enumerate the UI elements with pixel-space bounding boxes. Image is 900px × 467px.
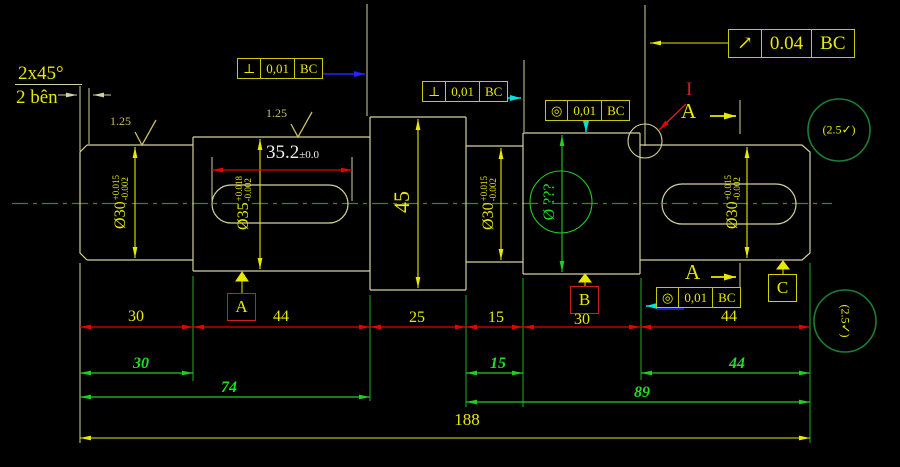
datum-triangles (235, 260, 790, 293)
diameter-dimension-lines (132, 119, 750, 288)
roughness-circle-top (807, 98, 871, 162)
fcf-perpendicularity-1: ⊥ 0,01 BC (237, 58, 324, 79)
diameter-label-1: Ø30+0.015-0.002 (111, 175, 131, 229)
diameter-1-nominal: Ø30 (111, 201, 129, 229)
dim-30-1: 30 (128, 308, 144, 325)
detail-marker-label: I (686, 79, 693, 100)
diameter-1-lower-tol: -0.002 (120, 177, 131, 201)
section-marker-top: A (681, 99, 697, 123)
dim-44-1: 44 (273, 308, 289, 325)
diameter-2-nominal: Ø35 (234, 202, 252, 230)
dim-overall-188: 188 (454, 410, 480, 429)
gdim-89: 89 (634, 384, 650, 401)
fcf3-datum: BC (601, 101, 629, 120)
diameter-6-lower-tol: -0.002 (732, 177, 743, 201)
roughness-circle-bottom (813, 289, 877, 353)
diameter-6-nominal: Ø30 (723, 201, 741, 229)
unknown-diameter-circle (529, 170, 593, 234)
dim-15: 15 (488, 309, 504, 326)
surface-finish-check-icons (134, 111, 313, 147)
roughness-mark-2: 1.25 (266, 106, 287, 120)
fcf-perpendicularity-2: ⊥ 0,01 BC (422, 81, 509, 102)
diameter-4-lower-tol: -0.002 (488, 178, 499, 202)
datum-c-box: C (768, 274, 797, 302)
diameter-4-nominal: Ø30 (479, 202, 497, 230)
section-marker-bottom: A (685, 260, 701, 284)
shaft-outline (79, 116, 811, 291)
fcf-runout: ↗ 0.04 BC (728, 29, 855, 58)
fcf2-datum: BC (478, 82, 507, 101)
gdim-30: 30 (133, 355, 149, 372)
dim-25: 25 (409, 309, 425, 326)
diameter-2-lower-tol: -0.002 (243, 178, 254, 202)
dim-30-2: 30 (574, 311, 590, 328)
gdim-44: 44 (729, 355, 745, 372)
fcf2-tolerance: 0,01 (445, 82, 479, 101)
green-dimension-lines (80, 370, 810, 405)
roughness-circle-top-value: (2.5✓) (822, 122, 856, 137)
datum-b-box: B (570, 286, 599, 314)
fcf3-tolerance: 0,01 (567, 101, 601, 120)
perpendicularity-icon: ⊥ (428, 84, 441, 99)
chamfer-note-line1: 2x45° (18, 63, 64, 84)
keyway-length-value: 35.2 (266, 142, 300, 163)
concentricity-icon: ◎ (551, 103, 563, 118)
fcf5-datum: BC (712, 288, 740, 307)
extension-lines-green (192, 263, 811, 443)
perpendicularity-icon: ⊥ (243, 61, 256, 76)
fcf-concentricity-1: ◎ 0,01 BC (545, 100, 631, 121)
keyways (211, 183, 797, 225)
roughness-circle-bottom-value: (2.5✓) (838, 304, 853, 338)
datum-a-box: A (227, 293, 256, 321)
runout-icon: ↗ (737, 33, 753, 54)
fcf1-datum: BC (293, 59, 322, 78)
roughness-mark-1: 1.25 (110, 114, 131, 128)
fcf4-tolerance: 0.04 (760, 30, 811, 57)
diameter-label-unknown: Ø ??? (541, 183, 558, 221)
fcf5-tolerance: 0,01 (678, 288, 712, 307)
diameter-label-2: Ø35+0.018-0.002 (234, 176, 254, 230)
red-dimension-lines (80, 167, 810, 330)
fcf1-tolerance: 0,01 (260, 59, 294, 78)
keyway-length-tolerance: ±0.0 (299, 149, 320, 161)
chamfer-note-line2: 2 bên (16, 87, 58, 108)
diameter-label-4: Ø30+0.015-0.002 (479, 176, 499, 230)
leader-arrows (58, 40, 736, 310)
gdim-15: 15 (490, 355, 506, 372)
detail-circle (627, 123, 663, 159)
diameter-label-3: 45 (389, 191, 414, 213)
gdim-74: 74 (221, 379, 237, 396)
extension-lines-pale (15, 4, 741, 443)
dim-44-2: 44 (721, 308, 737, 325)
diameter-label-6: Ø30+0.015-0.002 (723, 175, 743, 229)
fcf-concentricity-2: ◎ 0,01 BC (656, 287, 742, 308)
concentricity-icon: ◎ (662, 290, 674, 305)
keyway-length-dim: 35.2±0.0 (266, 143, 319, 162)
fcf4-datum: BC (811, 30, 853, 57)
